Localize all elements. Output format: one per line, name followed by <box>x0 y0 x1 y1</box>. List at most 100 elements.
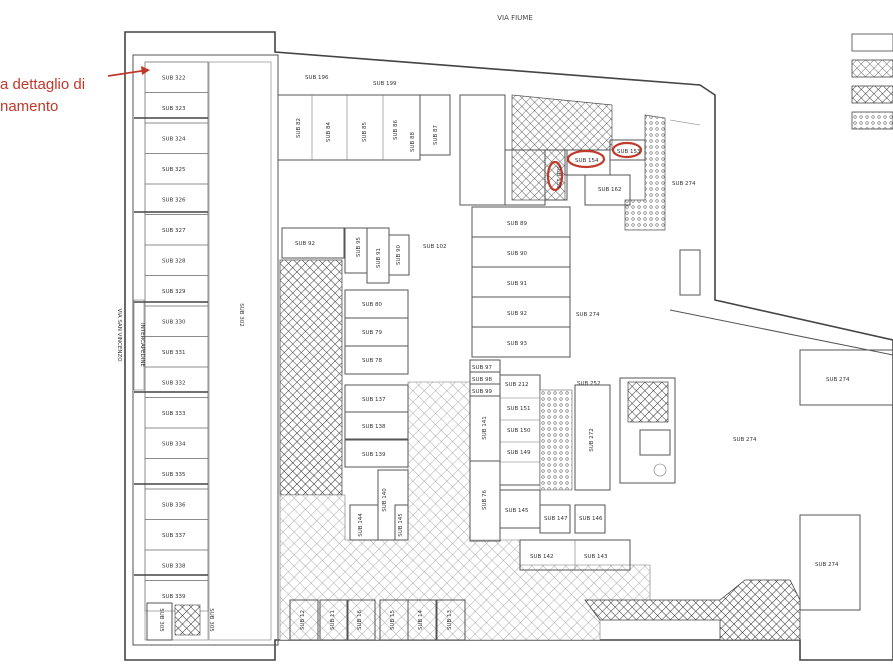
unit-label: SUB 323 <box>162 106 186 112</box>
unit-label: SUB 333 <box>162 411 186 417</box>
unit-label: SUB 327 <box>162 228 186 234</box>
unit-label: SUB 274 <box>815 562 839 568</box>
svg-text:SUB 196: SUB 196 <box>305 75 329 81</box>
unit-label: SUB 154 <box>575 158 599 164</box>
unit-label: SUB 325 <box>162 167 186 173</box>
legend-swatch-crosshatch <box>851 59 893 78</box>
unit-label: SUB 138 <box>362 424 386 430</box>
unit-label: SUB 82 <box>296 118 302 138</box>
unit-label: SUB 147 <box>544 516 568 522</box>
street-label-top: VIA FIUME <box>497 14 533 22</box>
unit-label: SUB 338 <box>162 563 186 569</box>
legend-swatch-plain <box>851 33 893 52</box>
unit-label: SUB 137 <box>362 397 386 403</box>
unit-label: SUB 90 <box>396 244 402 265</box>
unit-label: SUB 139 <box>362 452 386 458</box>
garage-cell <box>436 599 466 641</box>
unit-label: SUB 150 <box>507 428 531 434</box>
unit-label: SUB 90 <box>507 251 528 257</box>
unit-label: SUB 140 <box>382 488 388 512</box>
unit-label: SUB 274 <box>826 377 850 383</box>
unit-label: SUB 98 <box>472 377 493 383</box>
unit-label: SUB 92 <box>295 241 315 247</box>
stairwell-hatch-left <box>279 259 343 496</box>
svg-text:SUB 199: SUB 199 <box>373 81 397 87</box>
unit-label: SUB 331 <box>162 350 186 356</box>
unit-label: SUB 91 <box>507 281 527 287</box>
unit-label: SUB 329 <box>162 289 186 295</box>
garage-cell <box>344 345 409 375</box>
unit-label: SUB 328 <box>162 258 186 264</box>
unit-label: SUB 274 <box>576 312 600 318</box>
unit-label: SUB 91 <box>376 248 382 268</box>
unit-label: SUB 12 <box>300 610 306 630</box>
unit-label: SUB 144 <box>358 513 364 537</box>
unit-label: SUB 322 <box>162 75 186 81</box>
unit-label: SUB 337 <box>162 533 186 539</box>
unit-label: SUB 149 <box>507 450 531 456</box>
unit-label: SUB 153 <box>617 149 641 155</box>
unit-label: SUB 151 <box>507 406 531 412</box>
crosshatch-zone <box>511 94 613 201</box>
unit-label: SUB 92 <box>507 311 527 317</box>
unit-label: SUB 76 <box>482 489 488 510</box>
unit-label: SUB 86 <box>393 119 399 140</box>
unit-label: SUB 78 <box>362 358 383 364</box>
annotation-line-1: a dettaglio di <box>0 76 86 93</box>
highlight-ring <box>546 160 564 192</box>
unit-label: SUB 324 <box>162 136 186 142</box>
unit-label: SUB 155 <box>555 165 561 189</box>
highlight-ring <box>611 141 643 159</box>
mid-garages <box>281 227 410 284</box>
building-outline <box>124 31 893 661</box>
annotation-line-2: namento <box>0 98 59 115</box>
unit-label: SUB 339 <box>162 594 186 600</box>
unit-label: SUB 11 <box>330 610 336 630</box>
dotted-zone <box>624 114 666 231</box>
garage-cell <box>471 326 571 358</box>
unit-label: SUB 336 <box>162 502 186 508</box>
unit-label: SUB 143 <box>584 554 608 560</box>
unit-label: SUB 84 <box>326 121 332 142</box>
unit-label: SUB 87 <box>433 124 439 145</box>
garage-cell <box>407 599 437 641</box>
unit-label: SUB 274 <box>733 437 757 443</box>
unit-label: SUB 102 <box>423 244 447 250</box>
top-garages: SUB 196 SUB 199 <box>277 75 451 161</box>
unit-label: SUB 330 <box>162 319 186 325</box>
unit-label: SUB 305 <box>208 608 214 632</box>
unit-label: SUB 274 <box>672 181 696 187</box>
unit-label: SUB 93 <box>507 341 528 347</box>
ramp-label: SUB 302 <box>238 303 244 327</box>
unit-label: SUB 16 <box>357 609 363 630</box>
garage-cell <box>344 439 409 468</box>
unit-label: SUB 252 <box>577 381 601 387</box>
unit-label: SUB 88 <box>410 131 416 152</box>
unit-label: SUB 326 <box>162 197 186 203</box>
bottom-left-units <box>146 602 201 641</box>
unit-label: SUB 272 <box>589 428 595 452</box>
bottom-right-ramp <box>584 579 801 641</box>
unit-label: SUB 145 <box>398 513 404 537</box>
highlight-ring <box>566 149 606 169</box>
unit-label: SUB 99 <box>472 389 493 395</box>
unit-label: SUB 145 <box>505 508 529 514</box>
unit-label: SUB 80 <box>362 302 383 308</box>
intercapedine-label: INTERCAPEDINE <box>139 323 145 367</box>
block-garages <box>499 374 631 571</box>
unit-label: SUB 97 <box>472 365 493 371</box>
unit-label: SUB 332 <box>162 380 186 386</box>
unit-label: SUB 334 <box>162 441 186 447</box>
right-top-rooms <box>459 94 701 296</box>
garage-cell <box>344 411 409 440</box>
unit-label: SUB 79 <box>362 330 383 336</box>
garage-cell <box>346 599 376 641</box>
unit-label: SUB 305 <box>158 608 164 632</box>
unit-label: SUB 85 <box>362 121 368 142</box>
unit-label: SUB 13 <box>447 609 453 630</box>
left-wing <box>132 54 279 646</box>
